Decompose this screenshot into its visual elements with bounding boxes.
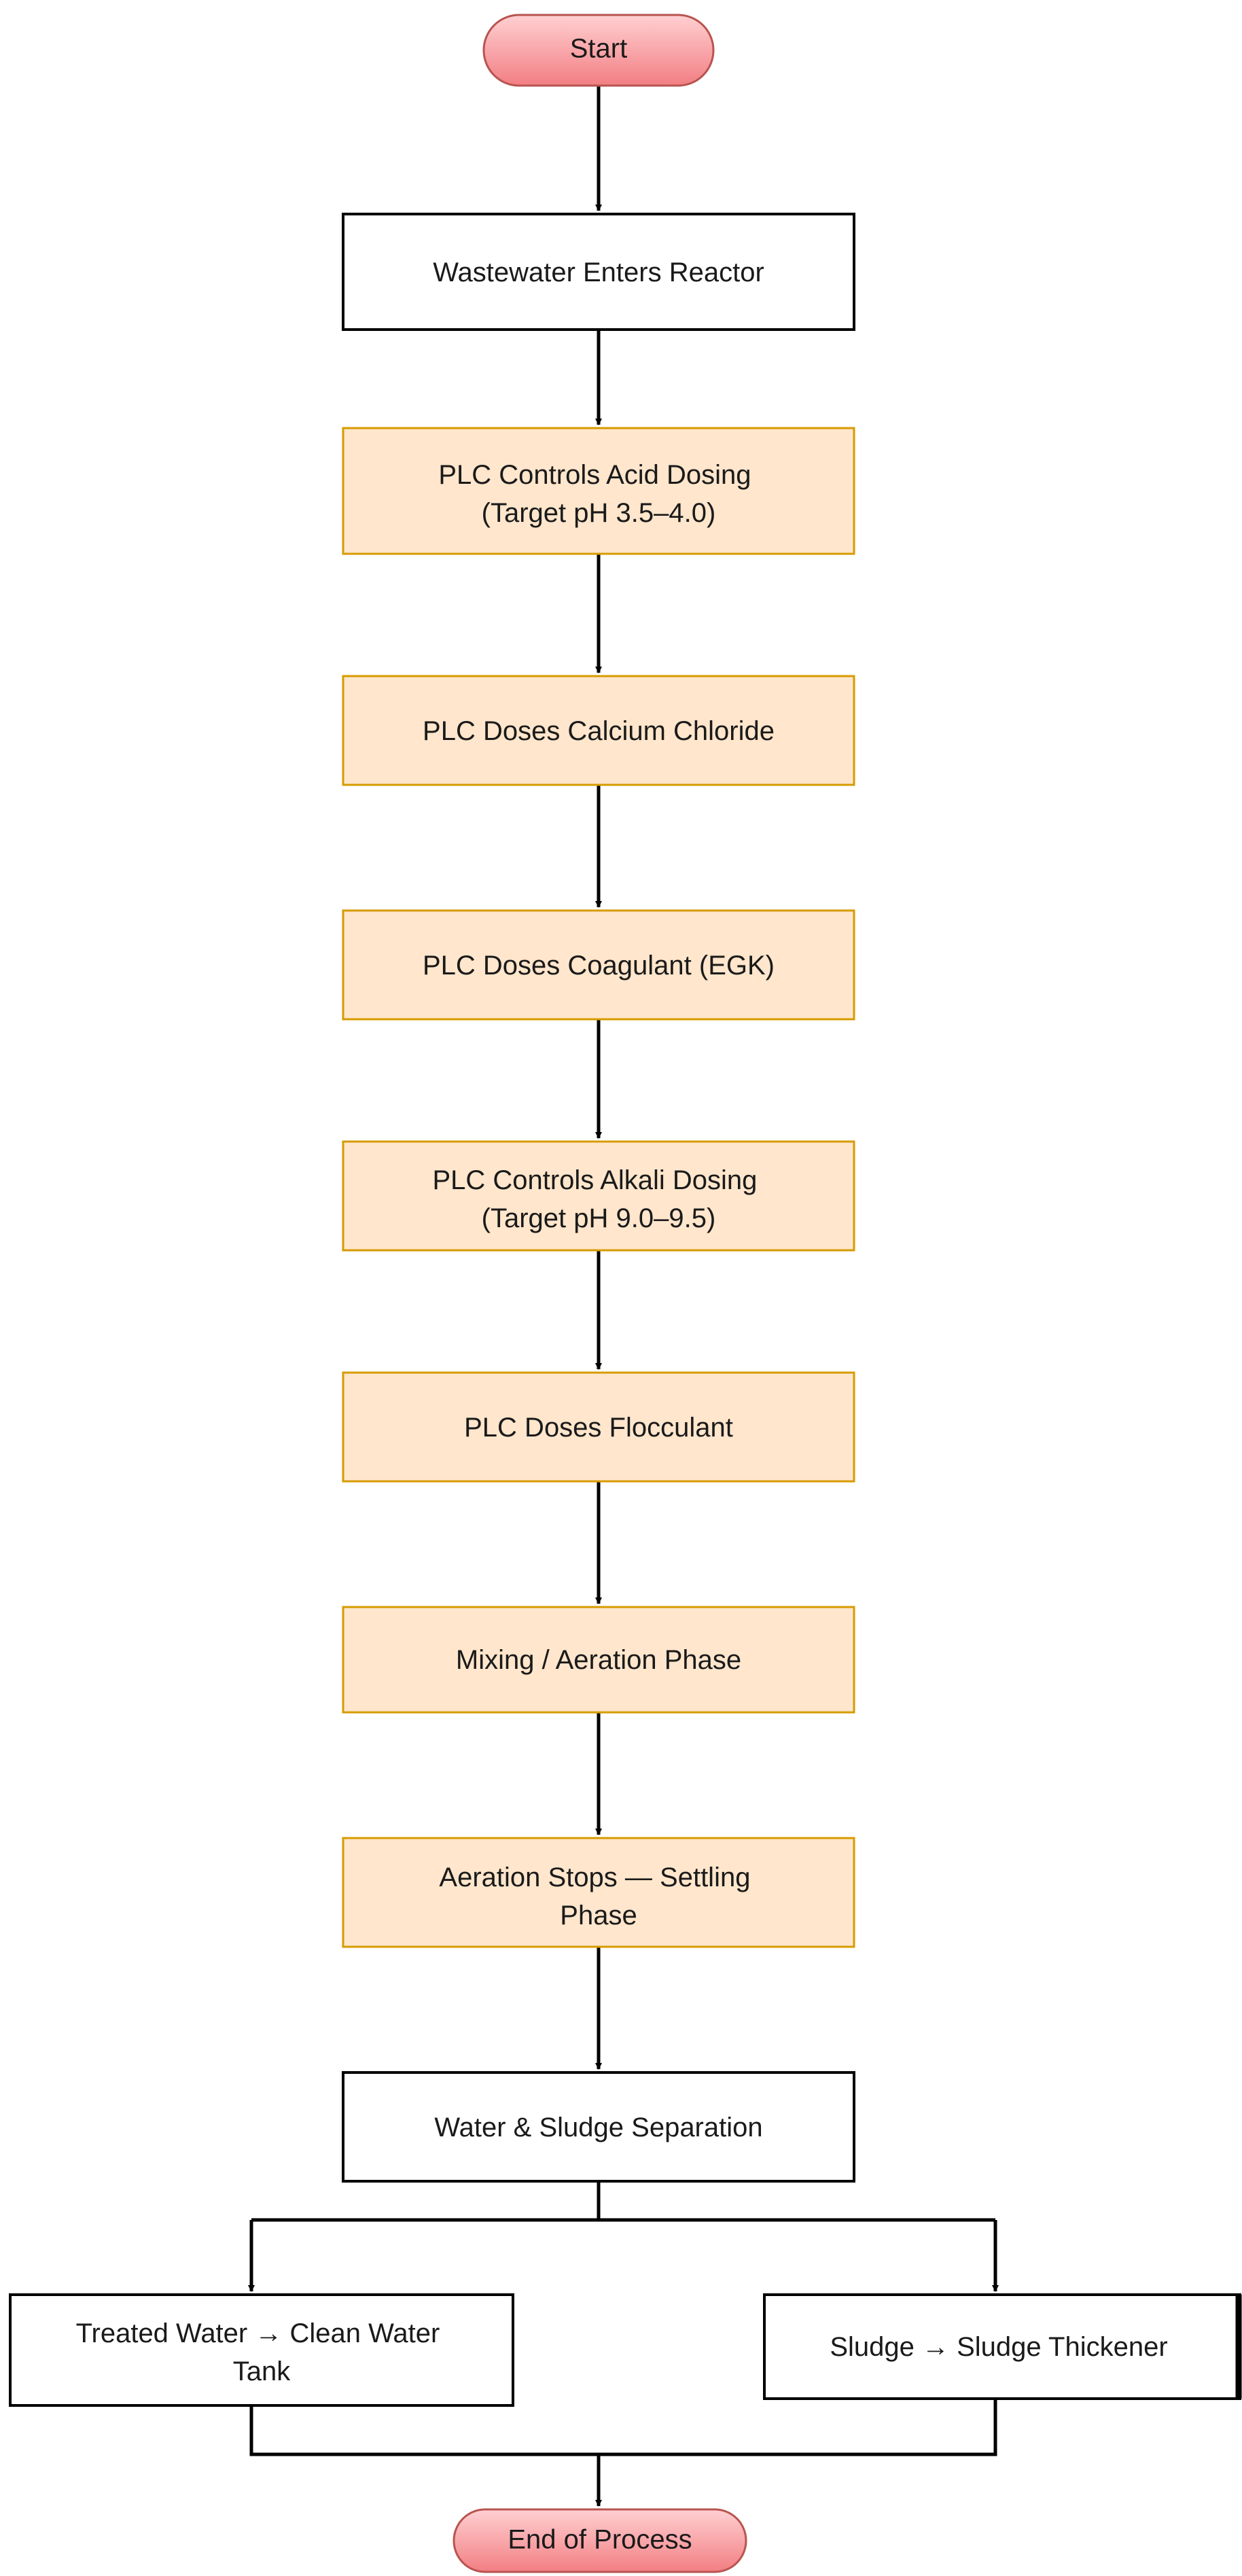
- branch-treated-water: Treated Water → Clean Water Tank: [9, 2293, 514, 2407]
- step-1: Wastewater Enters Reactor: [342, 213, 855, 331]
- step-5-line-1: PLC Controls Alkali Dosing: [432, 1165, 757, 1195]
- step-8-label: Aeration Stops — Settling Phase: [439, 1863, 758, 1930]
- branch-2-line-1: Sludge → Sludge Thickener: [830, 2332, 1167, 2362]
- start-node: Start: [482, 14, 715, 87]
- step-1-line-1: Wastewater Enters Reactor: [433, 258, 764, 287]
- branch-1-line-2: Tank: [233, 2357, 291, 2386]
- step-4: PLC Doses Coagulant (EGK): [342, 909, 855, 1021]
- end-label: End of Process: [508, 2525, 692, 2555]
- step-4-line-1: PLC Doses Coagulant (EGK): [423, 951, 775, 981]
- step-9-line-1: Water & Sludge Separation: [434, 2113, 762, 2142]
- step-7-label: Mixing / Aeration Phase: [456, 1645, 741, 1675]
- step-5: PLC Controls Alkali Dosing (Target pH 9.…: [342, 1140, 855, 1252]
- branch-sludge: Sludge → Sludge Thickener: [763, 2293, 1242, 2400]
- step-8-line-2: Phase: [560, 1901, 637, 1930]
- step-9-label: Water & Sludge Separation: [434, 2113, 762, 2142]
- step-6-label: PLC Doses Flocculant: [464, 1413, 733, 1443]
- branch-2-label: Sludge → Sludge Thickener: [830, 2332, 1167, 2362]
- step-2: PLC Controls Acid Dosing (Target pH 3.5–…: [342, 427, 855, 555]
- step-7: Mixing / Aeration Phase: [342, 1606, 855, 1714]
- step-3-line-1: PLC Doses Calcium Chloride: [423, 716, 775, 746]
- step-2-line-2: (Target pH 3.5–4.0): [482, 498, 716, 528]
- step-2-label: PLC Controls Acid Dosing (Target pH 3.5–…: [438, 460, 758, 528]
- step-3-label: PLC Doses Calcium Chloride: [423, 716, 775, 746]
- end-node: End of Process: [453, 2508, 747, 2573]
- step-7-line-1: Mixing / Aeration Phase: [456, 1645, 741, 1675]
- step-2-line-1: PLC Controls Acid Dosing: [438, 460, 751, 490]
- connectors: [248, 86, 999, 2507]
- merge-connector: [249, 2399, 997, 2456]
- step-6-line-1: PLC Doses Flocculant: [464, 1413, 733, 1443]
- step-8: Aeration Stops — Settling Phase: [342, 1837, 855, 1948]
- branch-1-line-1: Treated Water → Clean Water: [76, 2318, 440, 2348]
- step-4-label: PLC Doses Coagulant (EGK): [423, 951, 775, 981]
- step-1-label: Wastewater Enters Reactor: [433, 258, 764, 287]
- step-8-line-1: Aeration Stops — Settling: [439, 1863, 750, 1892]
- step-5-line-2: (Target pH 9.0–9.5): [482, 1203, 716, 1233]
- step-3: PLC Doses Calcium Chloride: [342, 675, 855, 786]
- step-9: Water & Sludge Separation: [342, 2071, 855, 2183]
- branch-1-label: Treated Water → Clean Water Tank: [76, 2318, 448, 2386]
- split-connector: [251, 2181, 601, 2222]
- start-label: Start: [570, 34, 627, 64]
- step-5-label: PLC Controls Alkali Dosing (Target pH 9.…: [432, 1165, 764, 1233]
- step-6: PLC Doses Flocculant: [342, 1371, 855, 1483]
